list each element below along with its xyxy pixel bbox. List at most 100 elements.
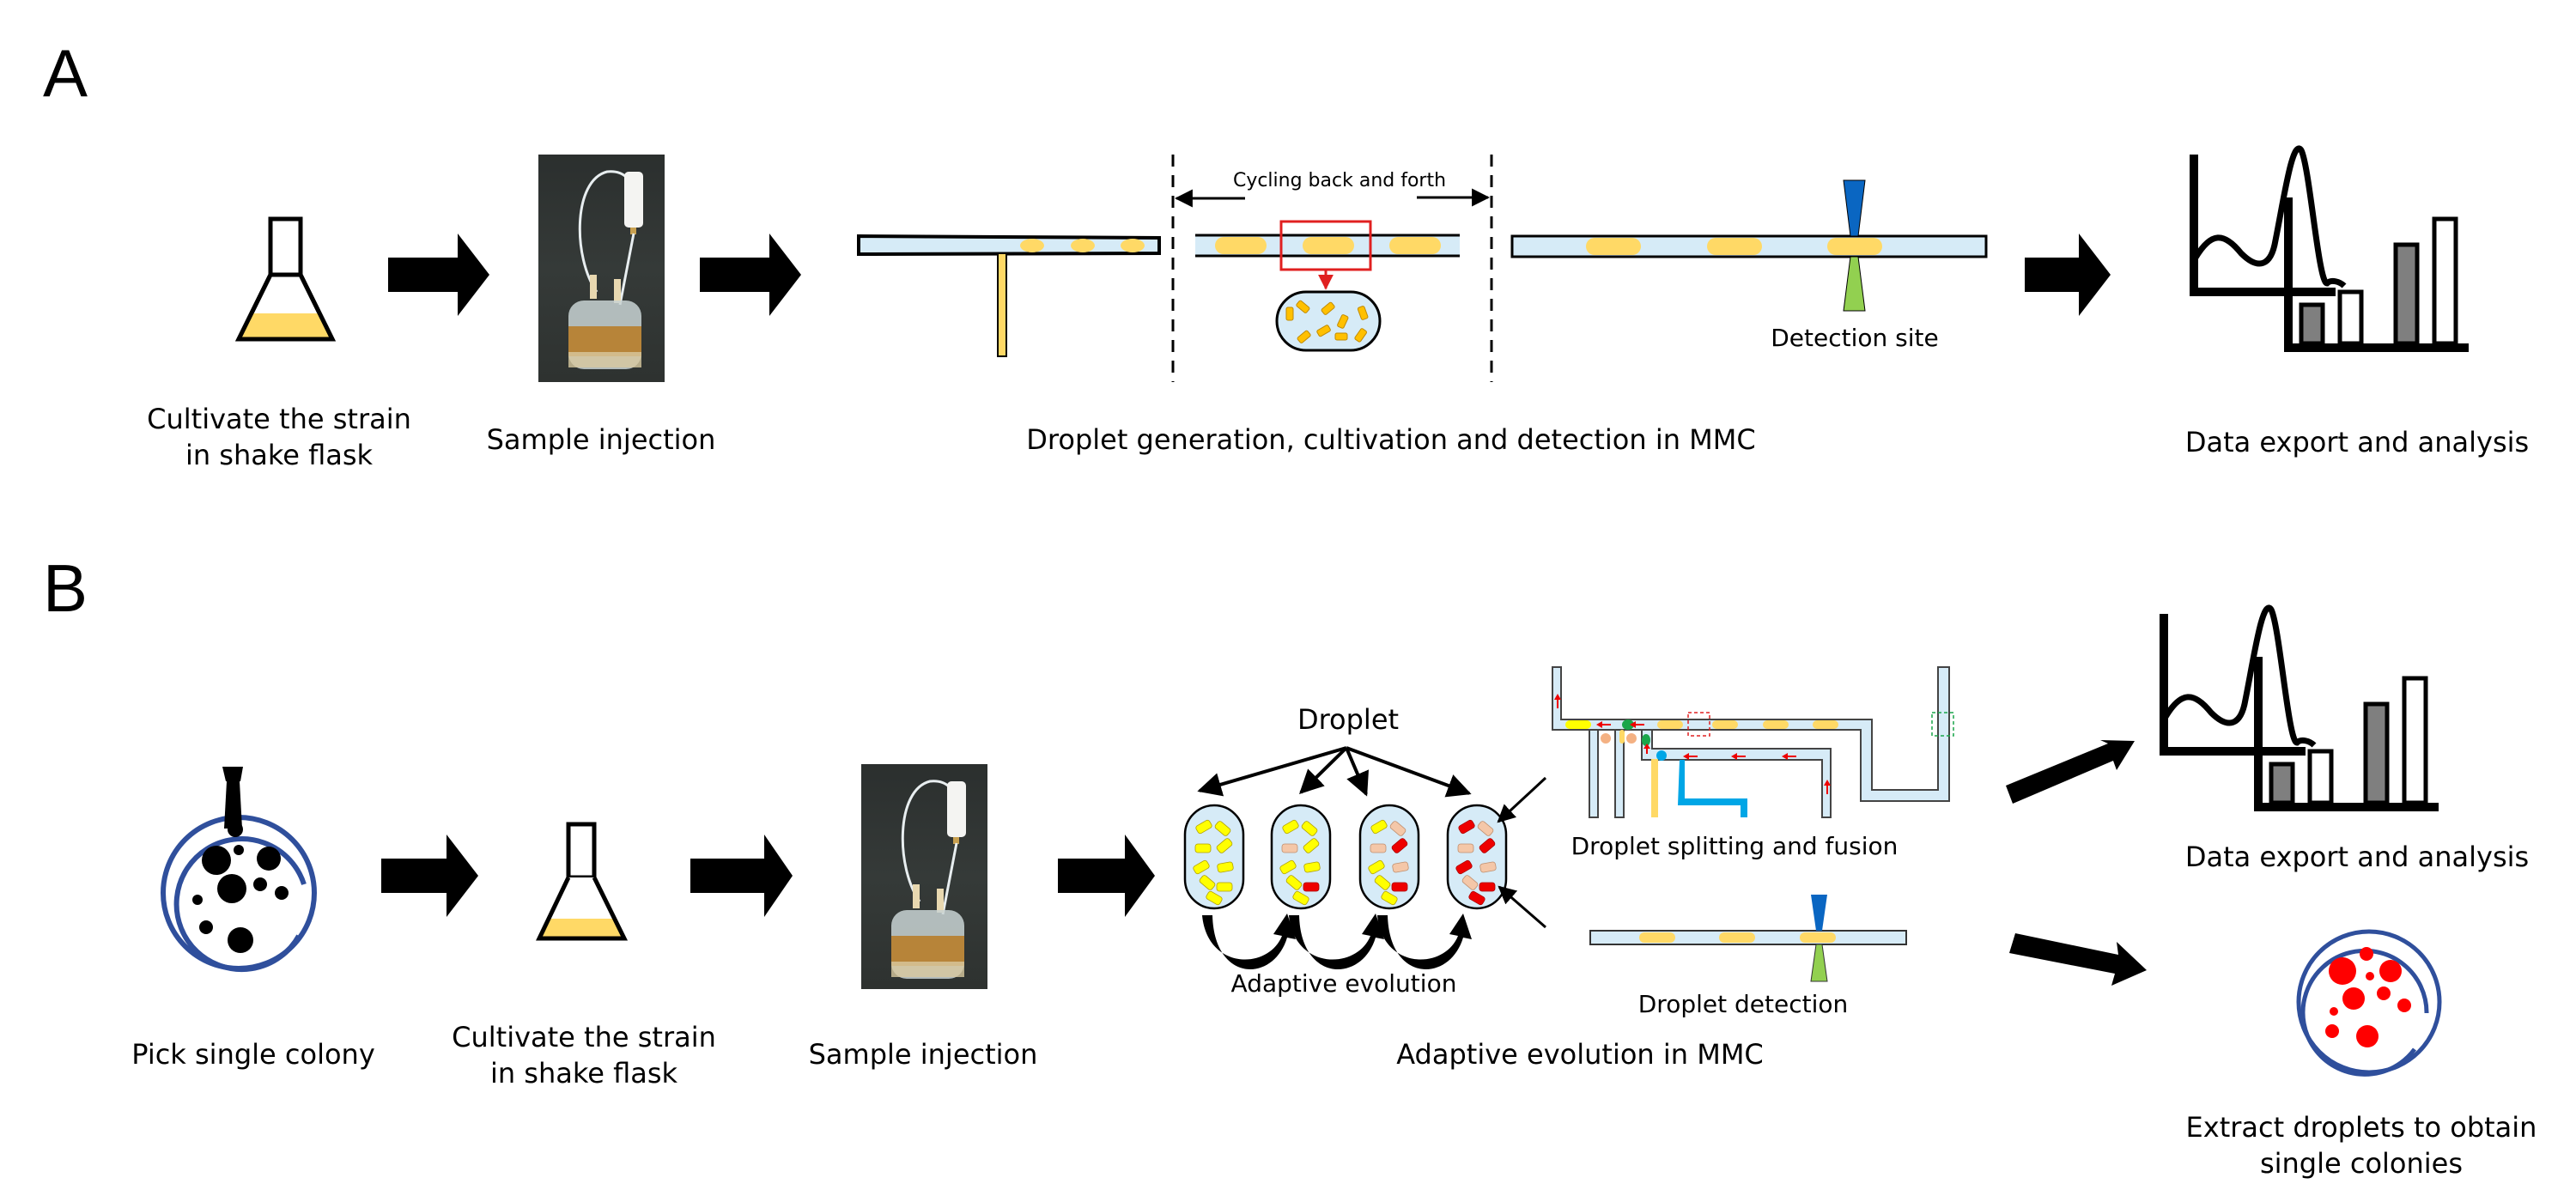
sample-injection-photo-a <box>538 155 665 382</box>
cell <box>1468 890 1485 906</box>
droplet-4 <box>1446 804 1508 910</box>
arrow-icon <box>2009 933 2147 986</box>
bar <box>2363 701 2390 805</box>
cell <box>1292 890 1309 906</box>
bar <box>2307 749 2334 805</box>
cell <box>1216 838 1233 853</box>
cell <box>1281 843 1298 853</box>
cell <box>1455 859 1473 875</box>
cell <box>1457 843 1474 853</box>
arrow-icon <box>700 234 801 316</box>
curved-arrow-icon <box>1289 914 1384 969</box>
step-label-extract: Extract droplets to obtain single coloni… <box>2147 1110 2576 1181</box>
analysis-chart-icon-a <box>2190 145 2469 352</box>
cell <box>1368 859 1385 875</box>
label-line: Cultivate the strain <box>452 1021 716 1053</box>
droplet-label: Droplet <box>1297 703 1400 736</box>
label-line: in shake flask <box>489 1056 678 1090</box>
cell <box>1206 890 1223 906</box>
step-label-injection-a: Sample injection <box>486 423 716 456</box>
cell <box>1282 819 1299 835</box>
arrow-icon <box>381 835 478 917</box>
peak-curve <box>2162 604 2317 748</box>
step-label-mmc-a: Droplet generation, cultivation and dete… <box>1026 423 1756 456</box>
droplet-pointer-arrows <box>1197 746 1472 798</box>
step-label-cultivate-a: Cultivate the strain in shake flask <box>137 402 421 473</box>
laser-icon <box>1843 179 1866 237</box>
bar <box>2337 289 2364 346</box>
step-label-analysis-b: Data export and analysis <box>2184 841 2530 873</box>
analysis-chart-icon-b <box>2160 604 2439 811</box>
cultivation-channel-icon <box>1195 220 1460 290</box>
splitting-fusion-label: Droplet splitting and fusion <box>1571 832 1899 860</box>
detection-site-label: Detection site <box>1771 324 1939 352</box>
cell <box>1301 821 1318 836</box>
injection-bottle-icon <box>891 780 966 979</box>
curved-arrow-icon <box>1377 914 1472 969</box>
label-line: single colonies <box>2259 1146 2464 1180</box>
cell <box>1461 875 1479 890</box>
detector-icon <box>1810 944 1828 982</box>
droplet-3 <box>1358 804 1420 910</box>
cell <box>1279 859 1297 875</box>
inoculation-loop-icon <box>224 781 242 829</box>
shake-flask-icon-a <box>234 216 337 342</box>
bar <box>2432 216 2458 346</box>
cell <box>1479 861 1497 873</box>
cell <box>1479 882 1496 892</box>
cell <box>1391 882 1408 892</box>
label-line: Extract droplets to obtain <box>2185 1111 2537 1144</box>
extracted-colonies-dish-icon <box>2296 929 2442 1077</box>
arrow-icon <box>388 234 489 316</box>
step-label-pick-colony: Pick single colony <box>131 1038 375 1071</box>
cell <box>1216 882 1233 892</box>
splitting-pointer-arrow <box>1497 776 1547 823</box>
arrow-icon <box>1058 835 1155 917</box>
droplet-detection-channel-icon <box>1589 895 1907 982</box>
label-line: in shake flask <box>185 438 374 471</box>
detection-pointer-arrow <box>1498 885 1546 929</box>
cell <box>1303 838 1320 853</box>
cell <box>1370 819 1388 835</box>
panel-letter-b: B <box>43 550 88 626</box>
cell <box>1477 821 1494 836</box>
cell <box>1374 875 1391 890</box>
cell <box>1214 821 1231 836</box>
cell <box>1458 819 1475 835</box>
step-label-cultivate-b: Cultivate the strain in shake flask <box>438 1020 730 1091</box>
step-label-analysis-a: Data export and analysis <box>2184 426 2530 458</box>
cell <box>1392 861 1409 873</box>
curved-arrow-icon <box>1202 914 1296 969</box>
droplet-2 <box>1270 804 1332 910</box>
panel-letter-a: A <box>43 35 88 111</box>
droplet-detection-label: Droplet detection <box>1637 990 1849 1018</box>
bar <box>2393 242 2420 346</box>
cell <box>1479 838 1496 853</box>
droplet-1 <box>1183 804 1245 910</box>
cell <box>1381 890 1398 906</box>
splitting-fusion-channel-icon <box>1552 666 1954 818</box>
arrow-icon <box>2025 234 2111 316</box>
bar <box>2299 302 2325 346</box>
t-junction-channel-icon <box>857 234 1161 357</box>
bar <box>2269 762 2295 805</box>
cell <box>1391 838 1408 853</box>
evolution-curved-arrows <box>1202 914 1472 969</box>
detector-icon <box>1843 256 1866 312</box>
cell <box>1194 843 1212 853</box>
adaptive-evolution-label: Adaptive evolution <box>1230 969 1457 998</box>
bar <box>2402 676 2428 805</box>
cell <box>1195 819 1212 835</box>
cell <box>1389 821 1406 836</box>
evolving-droplets <box>1183 804 1508 910</box>
cell <box>1285 875 1303 890</box>
cell <box>1193 859 1210 875</box>
arrow-icon <box>2006 740 2135 804</box>
petri-dish-icon <box>161 767 317 973</box>
arrow-icon <box>690 835 793 917</box>
detection-channel-icon <box>1510 179 1988 312</box>
cell <box>1303 882 1320 892</box>
cell <box>1370 843 1387 853</box>
step-label-injection-b: Sample injection <box>808 1038 1038 1071</box>
